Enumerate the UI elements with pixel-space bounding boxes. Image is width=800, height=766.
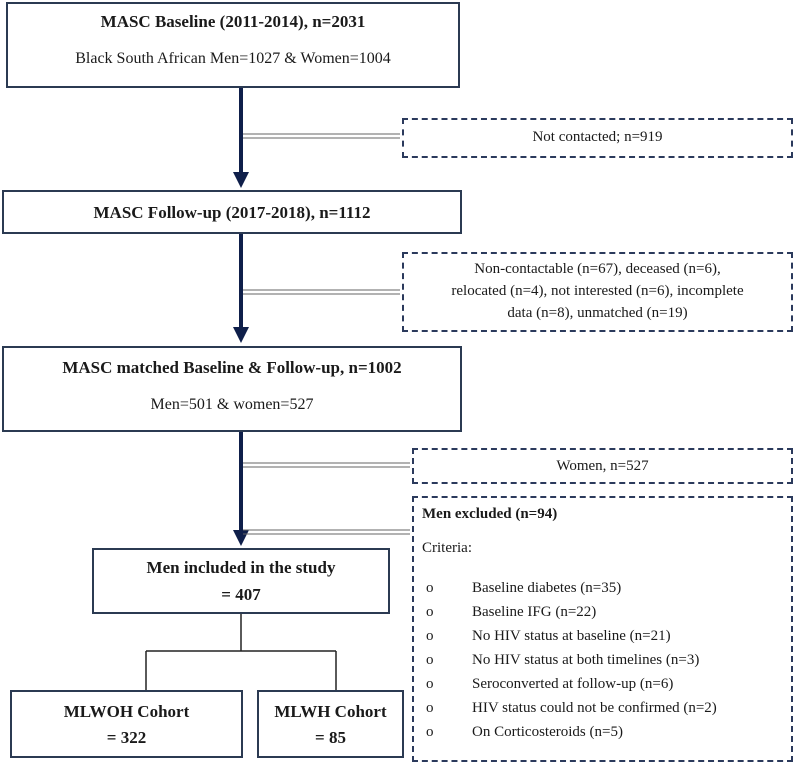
bullet-4: o	[426, 652, 434, 668]
mlwoh-line-2: = 322	[106, 728, 147, 747]
criterion-item: No HIV status at both timelines (n=3)	[472, 652, 700, 668]
bullet-3: o	[426, 628, 434, 644]
exclusions-line-1: Non-contactable (n=67), deceased (n=6),	[474, 261, 721, 277]
side-arrow-exclusions	[243, 289, 400, 295]
bullet-7: o	[426, 724, 434, 740]
baseline-box: MASC Baseline (2011-2014), n=2031 Black …	[6, 2, 460, 88]
not-contacted-text: Not contacted; n=919	[532, 129, 663, 145]
mlwh-line-1: MLWH Cohort	[274, 702, 387, 721]
matched-title: MASC matched Baseline & Follow-up, n=100…	[62, 358, 402, 377]
criterion-item: Baseline IFG (n=22)	[472, 604, 597, 620]
matched-subtitle: Men=501 & women=527	[150, 396, 314, 413]
bullet-1: o	[426, 580, 434, 596]
criteria-label: Criteria:	[422, 540, 472, 556]
men-included-line-1: Men included in the study	[146, 558, 336, 577]
criterion-item: On Corticosteroids (n=5)	[472, 724, 623, 740]
mlwoh-line-1: MLWOH Cohort	[63, 702, 190, 721]
mlwh-cohort-box: MLWH Cohort = 85	[257, 690, 404, 758]
followup-title: MASC Follow-up (2017-2018), n=1112	[93, 203, 371, 222]
split-connector	[145, 614, 337, 690]
baseline-title: MASC Baseline (2011-2014), n=2031	[100, 12, 366, 31]
bullet-2: o	[426, 604, 434, 620]
bullet-6: o	[426, 700, 434, 716]
side-arrow-women	[243, 462, 410, 468]
side-arrow-men-excluded	[243, 529, 410, 535]
exclusions-line-3: data (n=8), unmatched (n=19)	[507, 305, 688, 321]
baseline-subtitle: Black South African Men=1027 & Women=100…	[75, 50, 391, 67]
bullet-5: o	[426, 676, 434, 692]
mlwh-line-2: = 85	[315, 728, 346, 747]
followup-exclusions-box: Non-contactable (n=67), deceased (n=6), …	[402, 252, 793, 332]
mlwoh-cohort-box: MLWOH Cohort = 322	[10, 690, 243, 758]
women-excluded-box: Women, n=527	[412, 448, 793, 484]
women-excluded-text: Women, n=527	[556, 458, 649, 474]
side-arrow-not-contacted	[243, 133, 400, 139]
exclusions-line-2: relocated (n=4), not interested (n=6), i…	[451, 283, 744, 299]
criterion-item: No HIV status at baseline (n=21)	[472, 628, 671, 644]
not-contacted-box: Not contacted; n=919	[402, 118, 793, 158]
men-included-box: Men included in the study = 407	[92, 548, 390, 614]
men-included-line-2: = 407	[221, 585, 261, 604]
criterion-item: Baseline diabetes (n=35)	[472, 580, 622, 596]
followup-box: MASC Follow-up (2017-2018), n=1112	[2, 190, 462, 234]
matched-box: MASC matched Baseline & Follow-up, n=100…	[2, 346, 462, 432]
criterion-item: HIV status could not be confirmed (n=2)	[472, 700, 717, 716]
men-excluded-title: Men excluded (n=94)	[422, 506, 558, 522]
men-excluded-box: Men excluded (n=94) Criteria: o Baseline…	[412, 496, 793, 762]
criterion-item: Seroconverted at follow-up (n=6)	[472, 676, 674, 692]
